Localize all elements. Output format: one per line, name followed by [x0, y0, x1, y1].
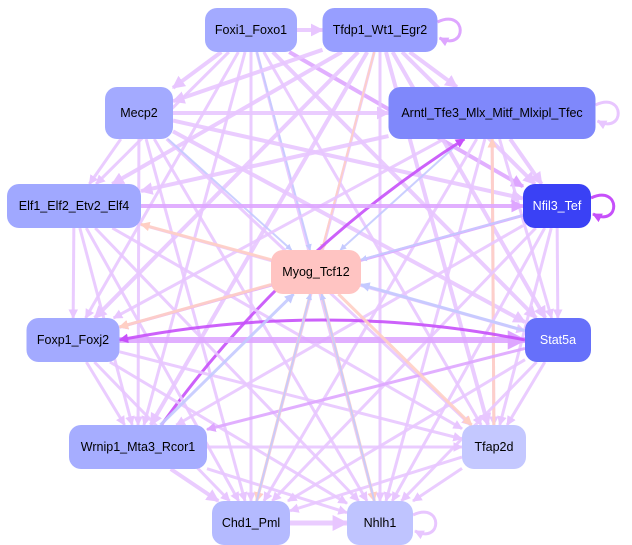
self-loop-Tfdp1_Wt1_Egr2	[436, 17, 462, 47]
edge-Nfil3_Tef-to-Wrnip1	[175, 224, 524, 427]
edge-Arntl-to-Stat5a	[498, 138, 554, 319]
node-foxi1_foxo1[interactable]: Foxi1_Foxo1	[205, 8, 297, 52]
node-label: Wrnip1_Mta3_Rcor1	[81, 440, 195, 454]
edge-Nfil3_Tef-to-Stat5a	[552, 227, 563, 319]
node-label: Tfdp1_Wt1_Egr2	[333, 23, 428, 37]
node-box	[7, 184, 141, 228]
edge-Nfil3_Tef-to-Chd1_Pml	[271, 226, 537, 503]
node-elf1[interactable]: Elf1_Elf2_Etv2_Elf4	[7, 184, 141, 228]
node-label: Tfap2d	[475, 440, 514, 454]
node-box	[523, 184, 591, 228]
edge-Wrnip1-to-Chd1_Pml	[169, 467, 220, 503]
edge-Mecp2-to-Chd1_Pml	[144, 138, 248, 502]
edge-Tfdp1_Wt1_Egr2-to-Arntl	[408, 50, 459, 89]
edge-Myog_Tcf12-to-Elf1	[140, 221, 272, 262]
node-box	[462, 425, 526, 469]
edge-Arntl-to-Myog_Tcf12	[339, 138, 464, 251]
node-label: Foxp1_Foxj2	[37, 333, 109, 347]
edge-Mecp2-to-Elf1	[88, 138, 123, 185]
edge-Arntl-to-Foxp1_Foxj2	[112, 137, 445, 320]
edge-Elf1-to-Chd1_Pml	[84, 227, 241, 502]
node-label: Chd1_Pml	[222, 516, 280, 530]
edge-Foxi1_Foxo1-to-Mecp2	[171, 50, 223, 90]
self-loop-Nhlh1	[412, 510, 438, 540]
node-wrnip1[interactable]: Wrnip1_Mta3_Rcor1	[69, 425, 207, 469]
node-tfdp1_wt1_egr2[interactable]: Tfdp1_Wt1_Egr2	[322, 8, 438, 52]
edge-Mecp2-to-Wrnip1	[133, 138, 143, 426]
edge-Tfap2d-to-Nhlh1	[412, 467, 463, 503]
node-nhlh1[interactable]: Nhlh1	[347, 501, 413, 545]
edge-Myog_Tcf12-to-Tfap2d	[337, 292, 473, 427]
node-arntl[interactable]: Arntl_Tfe3_Mlx_Mitf_Mlxipl_Tfec	[388, 87, 596, 139]
edge-Tfdp1_Wt1_Egr2-to-Elf1	[111, 50, 343, 186]
node-myog_tcf12[interactable]: Myog_Tcf12	[271, 250, 361, 294]
edge-Foxp1_Foxj2-to-Tfap2d	[119, 350, 463, 442]
edge-Nhlh1-to-Myog_Tcf12	[319, 293, 376, 502]
edge-Foxp1_Foxj2-to-Nhlh1	[109, 360, 348, 505]
node-label: Elf1_Elf2_Etv2_Elf4	[19, 199, 130, 213]
node-mecp2[interactable]: Mecp2	[105, 87, 173, 139]
edge-Foxp1_Foxj2-to-Wrnip1	[85, 361, 126, 426]
edge-Stat5a-to-Chd1_Pml	[287, 358, 526, 503]
edge-Stat5a-to-Foxp1_Foxj2	[118, 318, 526, 344]
node-box	[69, 425, 207, 469]
node-label: Myog_Tcf12	[282, 265, 349, 279]
node-tfap2d[interactable]: Tfap2d	[462, 425, 526, 469]
node-label: Arntl_Tfe3_Mlx_Mitf_Mlxipl_Tfec	[401, 106, 582, 120]
edge-Myog_Tcf12-to-Foxp1_Foxj2	[118, 283, 272, 330]
edge-Stat5a-to-Wrnip1	[206, 346, 526, 432]
node-label: Mecp2	[120, 106, 158, 120]
node-box	[26, 318, 120, 362]
edge-Nfil3_Tef-to-Nhlh1	[390, 227, 547, 502]
edge-Stat5a-to-Tfap2d	[505, 361, 547, 426]
node-label: Nfil3_Tef	[533, 199, 582, 213]
node-box	[347, 501, 413, 545]
node-box	[271, 250, 361, 294]
edge-Arntl-to-Nhlh1	[383, 138, 487, 502]
node-label: Stat5a	[540, 333, 576, 347]
edge-Elf1-to-Foxp1_Foxj2	[68, 227, 79, 319]
node-label: Foxi1_Foxo1	[215, 23, 287, 37]
node-box	[212, 501, 290, 545]
node-box	[525, 318, 591, 362]
node-foxp1_foxj2[interactable]: Foxp1_Foxj2	[26, 318, 120, 362]
node-box	[205, 8, 297, 52]
self-loop-Arntl	[594, 100, 620, 130]
edge-Tfap2d-to-Arntl	[487, 138, 498, 426]
edge-Arntl-to-Nfil3_Tef	[508, 137, 544, 186]
edge-Chd1_Pml-to-Myog_Tcf12	[255, 293, 312, 502]
node-nfil3_tef[interactable]: Nfil3_Tef	[523, 184, 591, 228]
edge-Stat5a-to-Myog_Tcf12	[360, 282, 526, 333]
edge-Wrnip1-to-Myog_Tcf12	[159, 292, 295, 427]
edge-Mecp2-to-Stat5a	[172, 129, 527, 324]
edges-layer	[68, 17, 620, 540]
node-box	[105, 87, 173, 139]
self-loop-Nfil3_Tef	[590, 193, 616, 223]
node-box	[388, 87, 596, 139]
node-label: Nhlh1	[364, 516, 397, 530]
node-stat5a[interactable]: Stat5a	[525, 318, 591, 362]
node-box	[322, 8, 438, 52]
node-chd1_pml[interactable]: Chd1_Pml	[212, 501, 290, 545]
edge-Elf1-to-Tfap2d	[111, 226, 463, 430]
edge-Arntl-to-Elf1	[139, 134, 389, 195]
edge-Tfdp1_Wt1_Egr2-to-Mecp2	[171, 47, 324, 104]
edge-Nfil3_Tef-to-Myog_Tcf12	[360, 214, 524, 262]
edge-Tfap2d-to-Chd1_Pml	[289, 455, 463, 513]
edge-Mecp2-to-Nfil3_Tef	[172, 118, 525, 203]
edge-Wrnip1-to-Nhlh1	[206, 467, 348, 515]
